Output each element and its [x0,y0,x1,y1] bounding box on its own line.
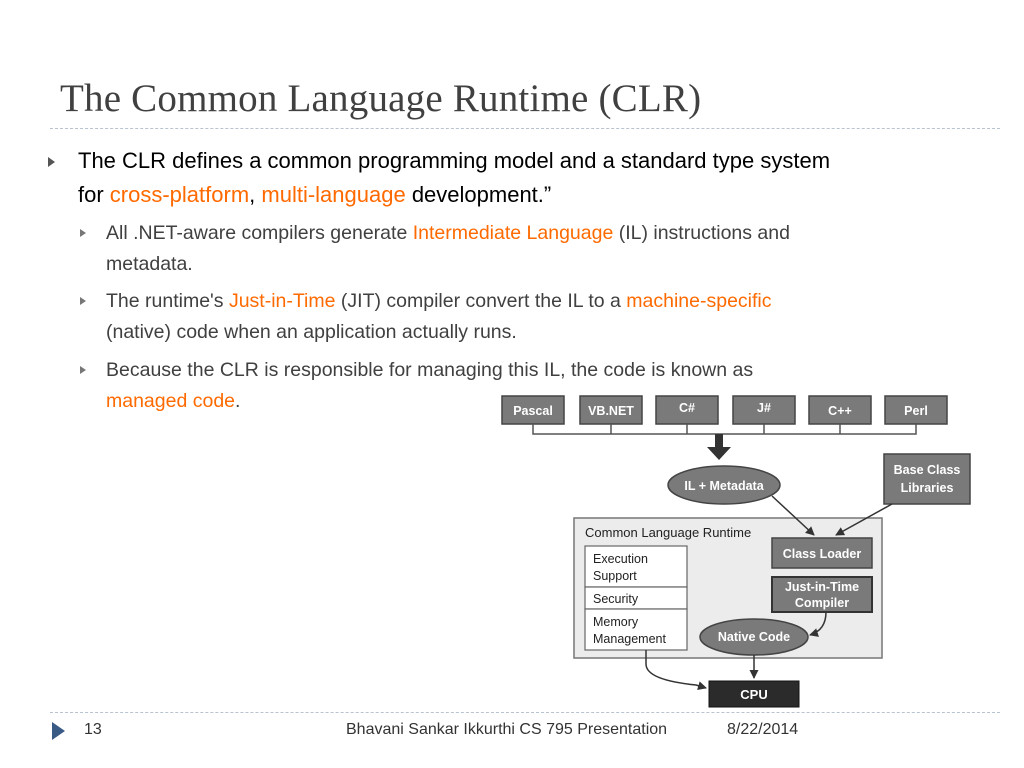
cpu-box [708,680,800,708]
bullet-main: The CLR defines a common programming mod… [78,144,830,212]
execution-label: Support [593,569,637,583]
highlight-managed-code: managed code [106,390,236,412]
bullet-sub-1: All .NET-aware compilers generate Interm… [106,218,790,280]
language-box-csharp: C# [655,395,719,425]
execution-label: Execution [593,552,648,566]
language-label: Pascal [513,404,553,418]
sub-bullet-arrow-icon [80,297,86,305]
text-fragment: (IL) instructions and [613,222,790,244]
language-label: C++ [828,404,852,418]
language-box-pascal: Pascal [501,395,565,425]
base-class-label: Base Class [894,463,961,477]
language-label: VB.NET [588,404,634,418]
base-class-label: Libraries [901,481,954,495]
sub-bullet-arrow-icon [80,366,86,374]
arrow-memory-to-cpu [645,650,707,691]
language-connector-ticks [610,424,841,434]
bullet-sub-3-line2: managed code. [106,386,753,417]
text-fragment: development.” [405,182,552,207]
language-label: Perl [904,404,928,418]
cpu-label: CPU [740,687,767,702]
language-box-jsharp: J# [732,395,796,425]
language-box-perl: Perl [884,395,948,425]
highlight-cross-platform: cross-platform [109,182,250,207]
footer-divider [50,712,1000,713]
class-loader-box [771,537,873,569]
text-fragment: , [249,182,262,207]
highlight-multi-language: multi-language [261,182,406,207]
clr-container: Common Language Runtime Execution Suppor… [573,517,883,659]
clr-label: Common Language Runtime [585,525,751,540]
highlight-just-in-time: Just-in-Time [228,290,336,312]
jit-label: Just-in-Time [785,580,859,594]
arrow-bcl-to-loader [835,503,893,536]
il-metadata-label: IL + Metadata [684,479,764,493]
arrow-il-to-loader [771,495,815,536]
title-divider [50,128,1000,129]
class-loader-label: Class Loader [783,547,862,561]
bullet-sub-2-line2: (native) code when an application actual… [106,321,517,343]
text-fragment: The runtime's [106,290,229,312]
base-class-libraries-box: Base Class Libraries [883,453,971,505]
language-box-vbnet: VB.NET [579,395,643,425]
language-label: J# [757,401,771,415]
bullet-arrow-icon [48,157,55,167]
bullet-sub-2-line1: The runtime's Just-in-Time (JIT) compile… [106,286,772,317]
footer-presenter: Bhavani Sankar Ikkurthi CS 795 Presentat… [346,721,668,738]
thick-down-arrow-icon [707,434,731,460]
native-code-label: Native Code [718,630,790,644]
bullet-sub-3: Because the CLR is responsible for manag… [106,355,753,417]
memory-label: Management [593,632,666,646]
page-number: 13 [84,721,102,738]
sub-bullet-arrow-icon [80,229,86,237]
security-label: Security [593,592,639,606]
jit-compiler-box [771,576,873,613]
bullet-main-line2: for cross-platform, multi-language devel… [78,178,830,212]
clr-diagram: Pascal VB.NET C# J# C++ Perl [501,395,971,708]
memory-management-box [584,608,688,651]
bullet-sub-3-line1: Because the CLR is responsible for manag… [106,359,754,381]
language-label: C# [679,401,695,415]
footer-arrow-icon [52,722,65,740]
slide-title: The Common Language Runtime (CLR) [60,77,702,120]
text-fragment: (JIT) compiler convert the IL to a [335,290,627,312]
bullet-sub-2: The runtime's Just-in-Time (JIT) compile… [106,286,772,348]
memory-label: Memory [593,615,639,629]
il-metadata-node: IL + Metadata [667,465,781,505]
bullet-main-line1: The CLR defines a common programming mod… [78,148,831,173]
arrow-jit-to-native [809,611,827,637]
highlight-intermediate-language: Intermediate Language [412,222,614,244]
language-box-cpp: C++ [808,395,872,425]
bullet-sub-1-line1: All .NET-aware compilers generate Interm… [106,218,790,249]
text-fragment: All .NET-aware compilers generate [106,222,413,244]
text-fragment: . [235,390,241,412]
text-fragment: for [78,182,110,207]
language-connector [532,424,917,435]
jit-label: Compiler [795,596,849,610]
bullet-sub-1-line2: metadata. [106,253,193,275]
highlight-machine-specific: machine-specific [626,290,772,312]
footer-date: 8/22/2014 [727,721,799,738]
execution-support-box [584,545,688,588]
language-boxes: Pascal VB.NET C# J# C++ Perl [501,395,948,425]
